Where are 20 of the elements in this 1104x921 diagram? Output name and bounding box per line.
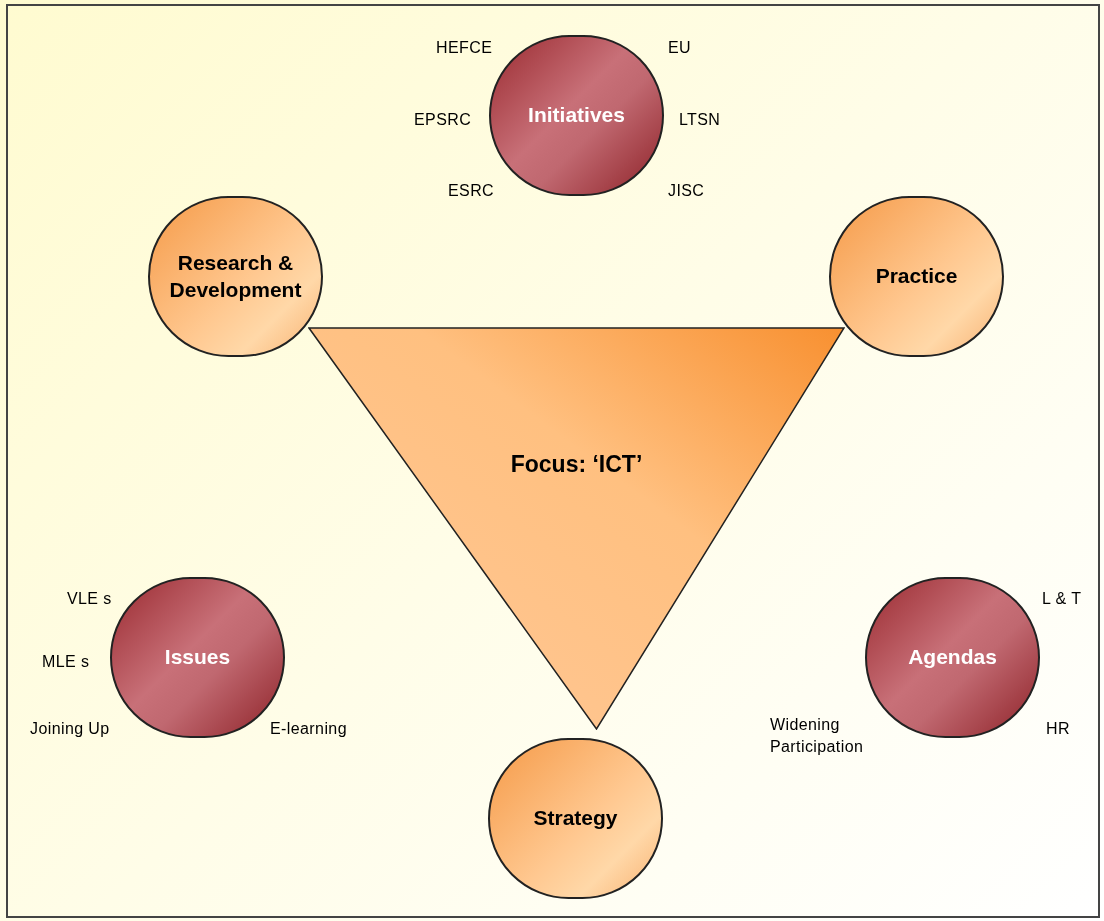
side-label: VLE s (67, 589, 112, 609)
node-label: Strategy (532, 805, 619, 832)
side-label: EU (668, 38, 692, 58)
side-label: JISC (668, 181, 705, 201)
focus-label: Focus: ‘ICT’ (509, 450, 644, 479)
side-label: EPSRC (414, 110, 472, 130)
side-label: Joining Up (30, 719, 110, 739)
node-label: Practice (874, 263, 959, 290)
node-label: Research & Development (168, 250, 303, 303)
side-label: MLE s (42, 652, 90, 672)
side-label: E-learning (270, 719, 347, 739)
side-label: ESRC (448, 181, 495, 201)
side-label: Widening Participation (770, 715, 865, 757)
side-label: HR (1046, 719, 1070, 739)
side-label: HEFCE (436, 38, 493, 58)
node-label: Issues (163, 644, 232, 671)
node-label: Agendas (907, 644, 998, 671)
side-label: L & T (1042, 589, 1082, 609)
side-label: LTSN (679, 110, 721, 130)
node-label: Initiatives (527, 102, 626, 129)
